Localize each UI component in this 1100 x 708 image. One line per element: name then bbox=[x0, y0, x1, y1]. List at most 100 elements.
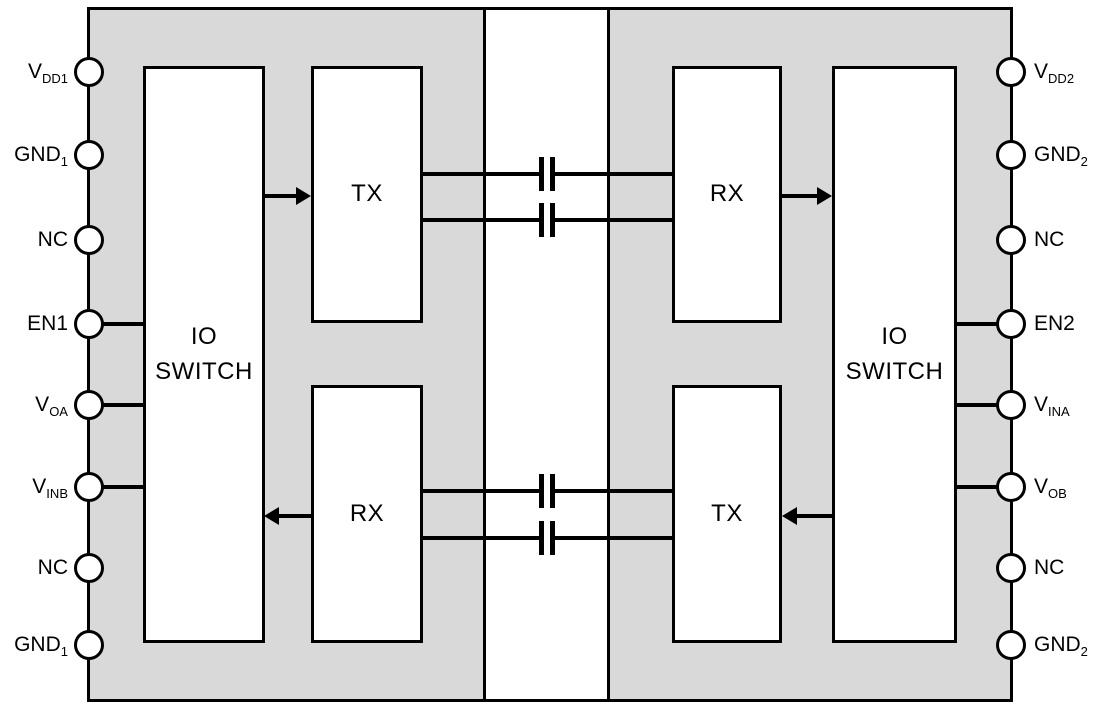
pin-circle-nc1-b bbox=[74, 553, 104, 583]
capacitor-top-1-plate-right bbox=[550, 157, 555, 191]
right-tx-label: TX bbox=[711, 499, 743, 527]
pin-circle-vinb bbox=[74, 472, 104, 502]
pin-label-gnd1-b: GND1 bbox=[0, 629, 68, 661]
pin-label-base: V bbox=[27, 60, 42, 83]
capacitor-bottom-1-plate-left bbox=[539, 474, 544, 508]
arrow-rx-to-ioswitch-right-line bbox=[780, 194, 817, 198]
stub-vinb bbox=[98, 485, 144, 489]
stub-en1 bbox=[98, 322, 144, 326]
pin-label-en1: EN1 bbox=[0, 308, 68, 340]
pin-label-base: GND bbox=[1034, 143, 1081, 166]
pin-label-base: NC bbox=[1034, 228, 1065, 251]
pin-circle-vob bbox=[996, 472, 1026, 502]
signal-line-top-1-left bbox=[421, 172, 539, 176]
pin-circle-nc2-b bbox=[996, 553, 1026, 583]
pin-label-base: V bbox=[35, 393, 50, 416]
pin-label-base: EN1 bbox=[27, 312, 68, 335]
pin-label-nc2-a: NC bbox=[1034, 224, 1100, 256]
pin-label-base: V bbox=[1034, 60, 1049, 83]
stub-en2 bbox=[955, 322, 1001, 326]
pin-label-sub: 2 bbox=[1080, 644, 1088, 660]
pin-label-base: GND bbox=[14, 143, 61, 166]
arrow-right-icon bbox=[817, 187, 832, 205]
capacitor-bottom-1-plate-right bbox=[550, 474, 555, 508]
right-rx-label: RX bbox=[709, 180, 745, 208]
pin-label-sub: DD1 bbox=[41, 71, 68, 87]
pin-circle-gnd1-a bbox=[74, 140, 104, 170]
pin-label-base: GND bbox=[14, 633, 61, 656]
signal-line-bottom-1-left bbox=[421, 489, 539, 493]
capacitor-top-2-plate-left bbox=[539, 203, 544, 237]
left-io-switch-block: IO SWITCH bbox=[143, 66, 265, 643]
pin-label-vdd2: VDD2 bbox=[1034, 56, 1100, 88]
pin-circle-gnd1-b bbox=[74, 630, 104, 660]
pin-label-en2: EN2 bbox=[1034, 308, 1100, 340]
stub-vob bbox=[955, 485, 1001, 489]
pin-label-sub: INA bbox=[1048, 404, 1070, 420]
capacitor-bottom-2-plate-right bbox=[550, 521, 555, 555]
pin-label-base: NC bbox=[37, 228, 68, 251]
pin-label-vdd1: VDD1 bbox=[0, 56, 68, 88]
left-io-switch-label-line2: SWITCH bbox=[155, 357, 253, 385]
signal-line-top-1-right bbox=[555, 172, 673, 176]
left-tx-block: TX bbox=[311, 66, 423, 323]
pin-label-sub: 1 bbox=[60, 154, 68, 170]
signal-line-bottom-2-right bbox=[555, 536, 673, 540]
arrow-ioswitch-to-tx-right-line bbox=[797, 514, 834, 518]
arrow-left-icon bbox=[264, 507, 279, 525]
signal-line-top-2-right bbox=[555, 218, 673, 222]
pin-label-base: NC bbox=[1034, 556, 1065, 579]
pin-label-vina: VINA bbox=[1034, 389, 1100, 421]
pin-label-gnd2-b: GND2 bbox=[1034, 629, 1100, 661]
pin-label-base: V bbox=[1034, 393, 1049, 416]
capacitor-top-2-plate-right bbox=[550, 203, 555, 237]
pin-label-voa: VOA bbox=[0, 389, 68, 421]
pin-label-sub: 2 bbox=[1080, 154, 1088, 170]
arrow-right-icon bbox=[296, 187, 311, 205]
right-io-switch-label-line2: SWITCH bbox=[845, 357, 944, 385]
pin-circle-vdd1 bbox=[74, 57, 104, 87]
arrow-ioswitch-to-tx-left-line bbox=[264, 194, 298, 198]
pin-label-vinb: VINB bbox=[0, 471, 68, 503]
pin-circle-gnd2-b bbox=[996, 630, 1026, 660]
right-rx-block: RX bbox=[672, 66, 782, 323]
pin-label-base: EN2 bbox=[1034, 312, 1075, 335]
pin-circle-vina bbox=[996, 390, 1026, 420]
capacitor-top-1-plate-left bbox=[539, 157, 544, 191]
pin-label-gnd2-a: GND2 bbox=[1034, 139, 1100, 171]
left-rx-label: RX bbox=[349, 499, 385, 527]
pin-label-base: V bbox=[1034, 475, 1049, 498]
signal-line-top-2-left bbox=[421, 218, 539, 222]
pin-label-base: GND bbox=[1034, 633, 1081, 656]
arrow-left-icon bbox=[782, 507, 797, 525]
right-io-switch-block: IO SWITCH bbox=[832, 66, 957, 643]
pin-label-gnd1-a: GND1 bbox=[0, 139, 68, 171]
left-io-switch-label-line1: IO bbox=[190, 322, 218, 350]
arrow-rx-to-ioswitch-left-line bbox=[279, 514, 313, 518]
left-tx-label: TX bbox=[351, 180, 383, 208]
pin-circle-voa bbox=[74, 390, 104, 420]
stub-vina bbox=[955, 403, 1001, 407]
pin-label-base: NC bbox=[37, 556, 68, 579]
stub-voa bbox=[98, 403, 144, 407]
right-io-switch-label-line1: IO bbox=[881, 322, 908, 350]
pin-circle-vdd2 bbox=[996, 57, 1026, 87]
pin-circle-en1 bbox=[74, 309, 104, 339]
pin-label-nc1-b: NC bbox=[0, 552, 68, 584]
pin-label-sub: INB bbox=[46, 486, 68, 502]
pin-circle-nc2-a bbox=[996, 225, 1026, 255]
pin-label-sub: OB bbox=[1048, 486, 1067, 502]
right-tx-block: TX bbox=[672, 385, 782, 643]
pin-circle-nc1-a bbox=[74, 225, 104, 255]
pin-label-nc2-b: NC bbox=[1034, 552, 1100, 584]
pin-circle-gnd2-a bbox=[996, 140, 1026, 170]
pin-circle-en2 bbox=[996, 309, 1026, 339]
capacitor-bottom-2-plate-left bbox=[539, 521, 544, 555]
left-rx-block: RX bbox=[311, 385, 423, 643]
signal-line-bottom-1-right bbox=[555, 489, 673, 493]
pin-label-nc1-a: NC bbox=[0, 224, 68, 256]
pin-label-base: V bbox=[32, 475, 47, 498]
pin-label-vob: VOB bbox=[1034, 471, 1100, 503]
pin-label-sub: DD2 bbox=[1048, 71, 1075, 87]
